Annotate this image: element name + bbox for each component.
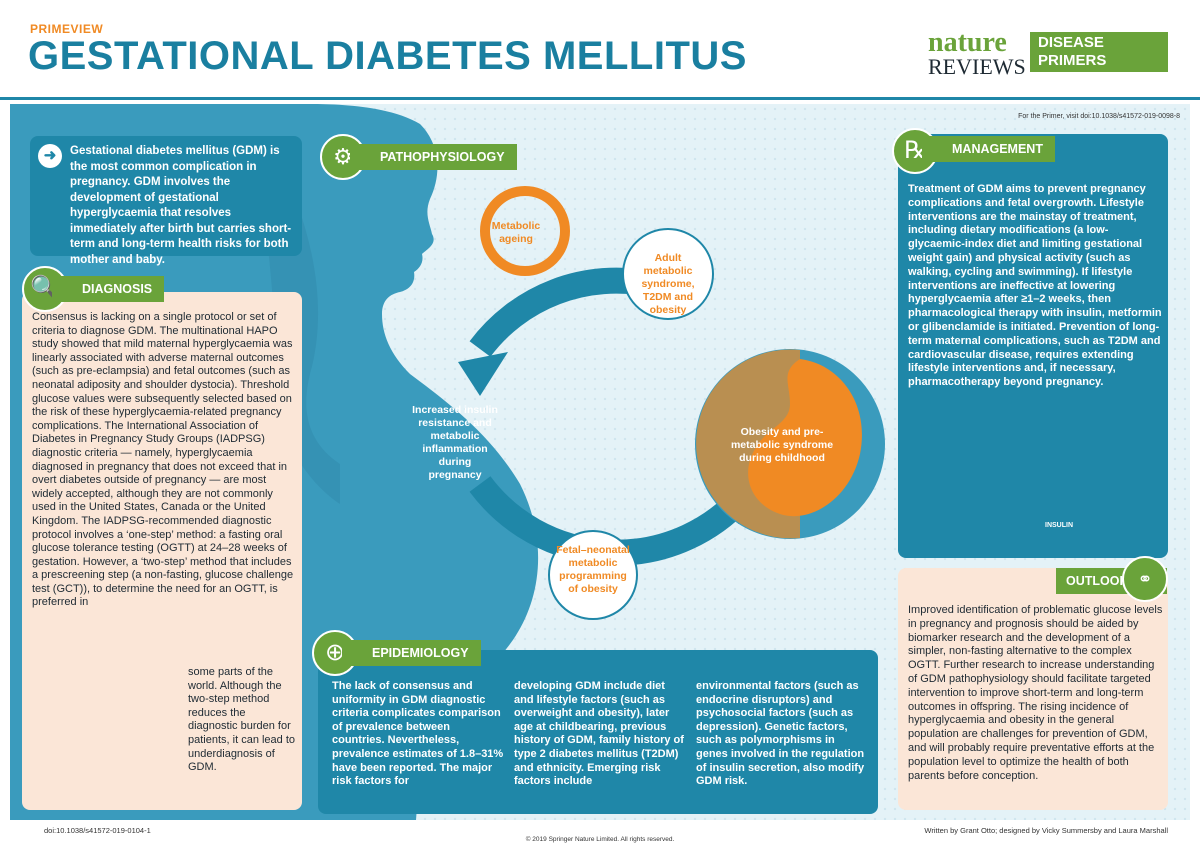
insulin-label: INSULIN <box>1045 522 1073 529</box>
management-text: Treatment of GDM aims to prevent pregnan… <box>908 183 1162 389</box>
footer-credits: Written by Grant Otto; designed by Vicky… <box>924 826 1168 835</box>
logo-nature: nature <box>928 27 1007 58</box>
binoculars-icon: ⚭ <box>1122 556 1168 602</box>
metabolic-ageing-ring <box>480 186 570 276</box>
management-label: MANAGEMENT <box>922 136 1055 162</box>
logo-box-line1: DISEASE <box>1038 34 1104 51</box>
diagnosis-text-continued: some parts of the world. Although the tw… <box>188 666 296 774</box>
arrow-right-icon: ➜ <box>38 144 62 168</box>
nature-reviews-logo[interactable]: nature REVIEWS DISEASE PRIMERS <box>928 27 1170 78</box>
logo-box-line2: PRIMERS <box>1038 52 1107 69</box>
page-title: GESTATIONAL DIABETES MELLITUS <box>28 34 747 78</box>
gears-icon: ⚙ <box>320 134 366 180</box>
cycle-metabolic-ageing: Metabolic ageing <box>491 220 541 245</box>
epidemiology-col2: developing GDM include diet and lifestyl… <box>514 680 684 788</box>
pathophysiology-label: PATHOPHYSIOLOGY <box>350 144 517 170</box>
cycle-adult: Adult metabolic syndrome, T2DM and obesi… <box>641 252 695 316</box>
intro-box: ➜ Gestational diabetes mellitus (GDM) is… <box>30 136 302 266</box>
logo-disease-primers: DISEASE PRIMERS <box>1030 32 1168 72</box>
logo-reviews: REVIEWS <box>928 54 1026 79</box>
footer-doi: doi:10.1038/s41572-019-0104-1 <box>44 826 151 835</box>
epidemiology-col3: environmental factors (such as endocrine… <box>696 680 865 788</box>
outlook-text: Improved identification of problematic g… <box>908 604 1163 782</box>
intro-text: Gestational diabetes mellitus (GDM) is t… <box>70 145 292 266</box>
cycle-fetal: Fetal–neonatal metabolic programming of … <box>556 544 630 595</box>
primer-note: For the Primer, visit doi:10.1038/s41572… <box>1018 113 1180 120</box>
diagnosis-panel <box>22 292 302 810</box>
cycle-childhood: Obesity and pre-metabolic syndrome durin… <box>730 426 834 464</box>
footer-copyright: © 2019 Springer Nature Limited. All righ… <box>525 836 675 843</box>
epidemiology-label: EPIDEMIOLOGY <box>342 640 481 666</box>
outlook-panel <box>898 568 1168 810</box>
epidemiology-col1: The lack of consensus and uniformity in … <box>332 680 504 788</box>
management-panel <box>898 134 1168 558</box>
epidemiology-panel <box>318 650 878 814</box>
diagnosis-label: DIAGNOSIS <box>52 276 165 302</box>
cycle-pregnancy: Increased insulin resistance and metabol… <box>412 404 498 481</box>
adult-bubble <box>622 228 714 320</box>
fetal-bubble <box>548 530 638 620</box>
diagnosis-text: Consensus is lacking on a single protoco… <box>32 311 294 609</box>
header: PRIMEVIEW GESTATIONAL DIABETES MELLITUS … <box>0 0 1200 100</box>
childhood-half <box>696 349 800 539</box>
cycle-arrow-left <box>458 352 508 396</box>
kicker: PRIMEVIEW <box>30 22 104 36</box>
rx-icon: ℞ <box>892 128 938 174</box>
